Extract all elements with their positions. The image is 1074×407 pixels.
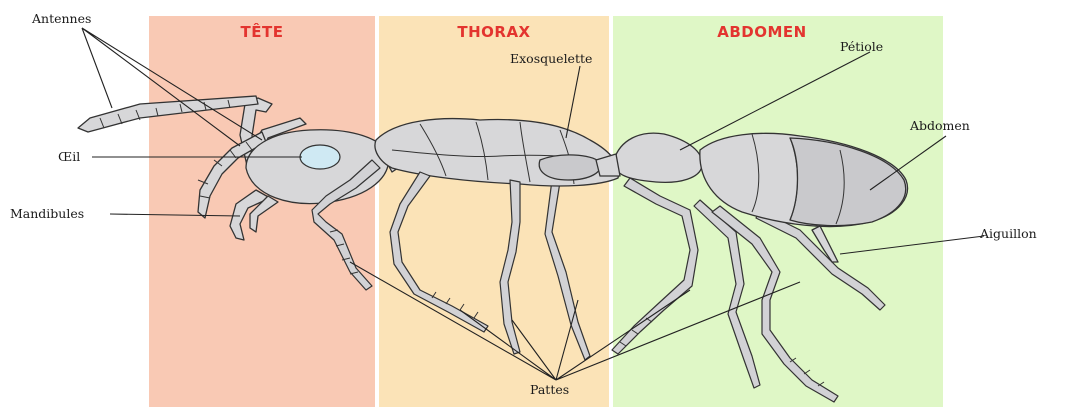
- region-title-head: TÊTE: [241, 22, 284, 41]
- label-exoskeleton: Exosquelette: [510, 51, 592, 66]
- ant-eye: [300, 145, 340, 169]
- label-antennae: Antennes: [31, 11, 91, 26]
- thorax-band: [379, 16, 609, 407]
- region-title-abdomen: ABDOMEN: [717, 23, 806, 41]
- label-mandibles: Mandibules: [10, 206, 84, 221]
- label-eye: Œil: [58, 149, 80, 164]
- label-abdomen: Abdomen: [909, 118, 970, 133]
- label-legs: Pattes: [530, 382, 569, 397]
- region-title-thorax: THORAX: [457, 23, 530, 41]
- label-petiole: Pétiole: [840, 39, 883, 54]
- label-sting: Aiguillon: [979, 226, 1037, 241]
